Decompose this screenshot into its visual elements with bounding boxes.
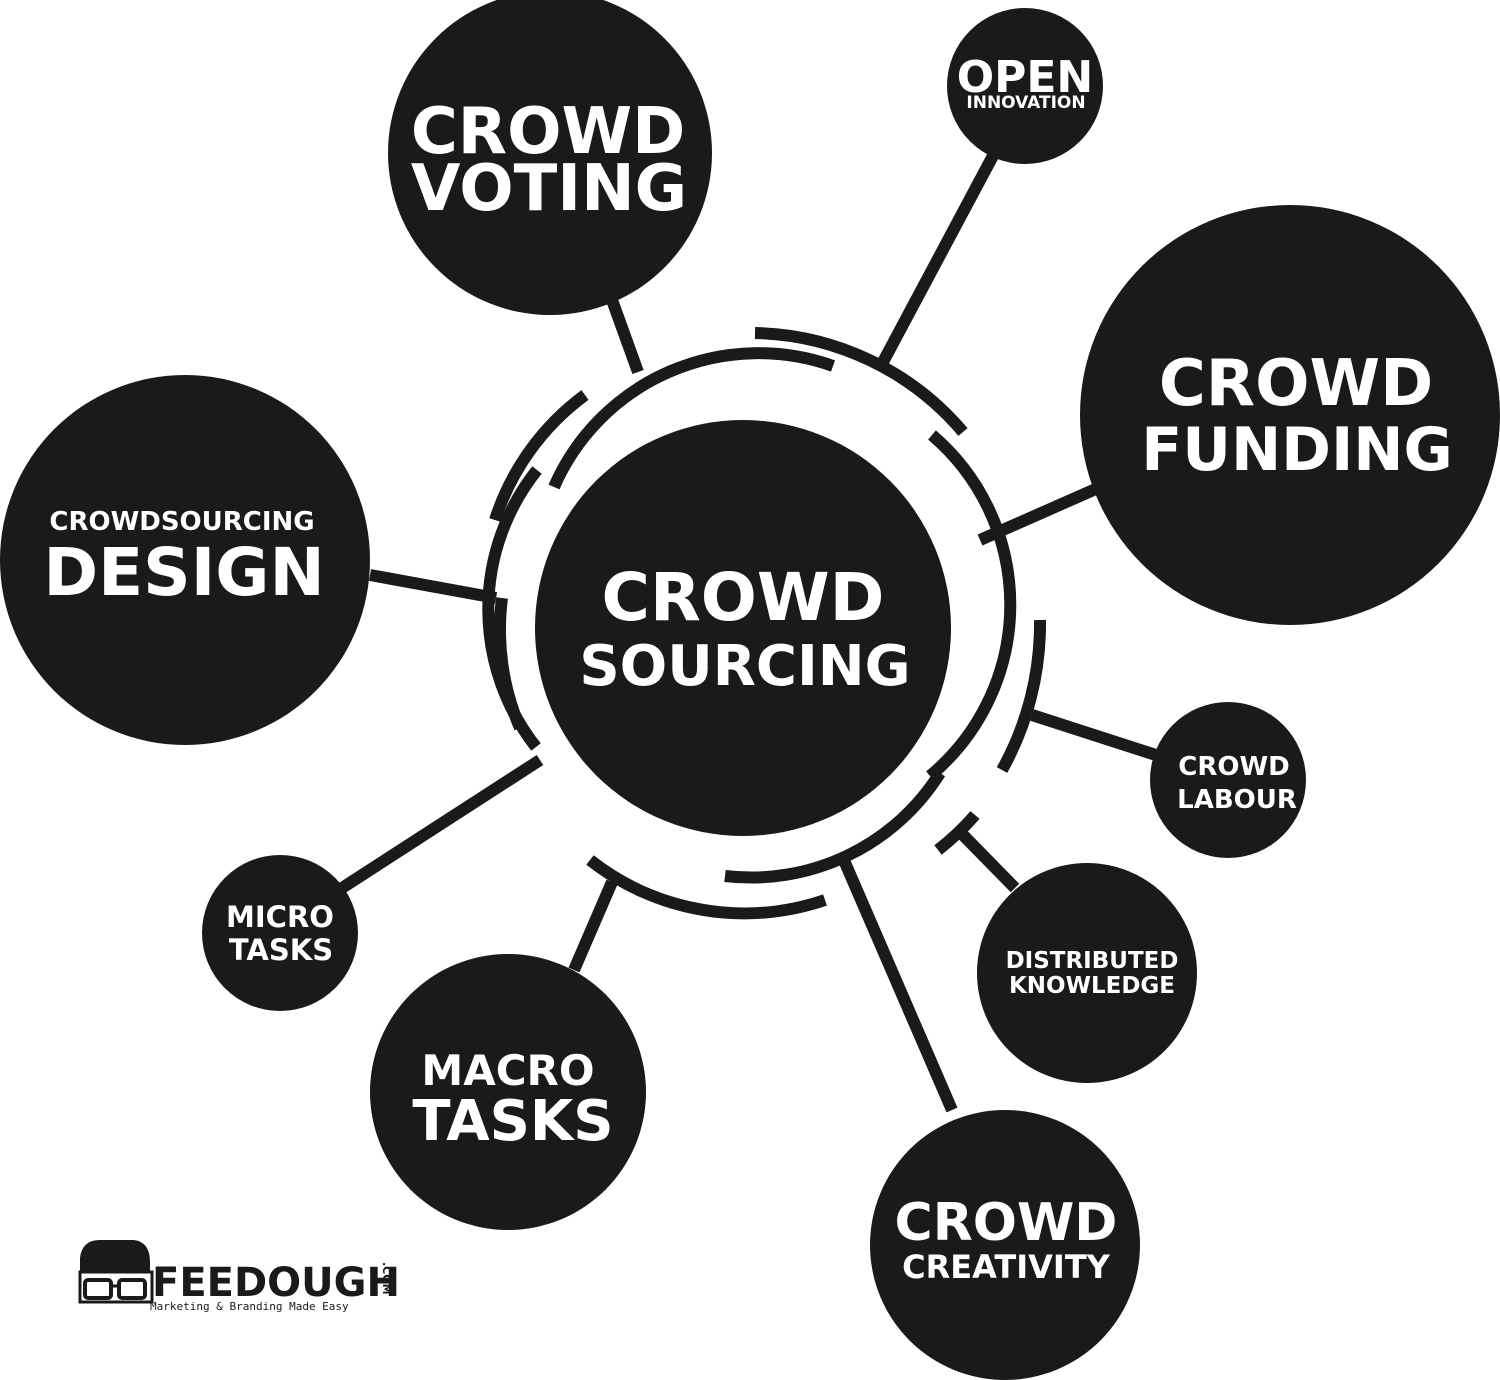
ring-arc-outer-left [493, 597, 526, 731]
node-crowd-creativity: CROWD CREATIVITY [870, 1110, 1140, 1380]
micro-tasks-line1: MICRO [226, 900, 334, 934]
distributed-knowledge-line1: DISTRIBUTED [1006, 948, 1179, 974]
ring-arc-inner-right [926, 430, 1017, 781]
center-line2: SOURCING [579, 634, 910, 699]
crowd-voting-line2: VOTING [411, 152, 687, 226]
connector-micro-tasks [338, 754, 544, 894]
crowd-creativity-line2: CREATIVITY [902, 1248, 1111, 1286]
open-innovation-circle [947, 8, 1103, 164]
node-distributed-knowledge: DISTRIBUTED KNOWLEDGE [977, 863, 1197, 1083]
crowd-funding-line2: FUNDING [1141, 415, 1453, 485]
connector-crowdsourcing-design [368, 569, 498, 604]
crowd-creativity-line1: CROWD [895, 1193, 1118, 1253]
node-micro-tasks: MICRO TASKS [202, 855, 358, 1011]
connector-crowd-labour [1030, 709, 1164, 763]
ring-arc-outer-bottom [586, 855, 827, 920]
macro-tasks-circle [370, 954, 646, 1230]
crowdsourcing-design-line1: CROWDSOURCING [49, 507, 314, 537]
connector-macro-tasks [568, 879, 618, 973]
macro-tasks-line1: MACRO [421, 1046, 594, 1095]
micro-tasks-line2: TASKS [229, 933, 333, 967]
crowd-funding-circle [1080, 205, 1500, 625]
open-innovation-line1: OPEN [957, 52, 1094, 103]
distributed-knowledge-line2: KNOWLEDGE [1009, 973, 1175, 999]
logo-suffix: .COM [380, 1262, 393, 1295]
crowd-labour-line1: CROWD [1178, 752, 1289, 782]
micro-tasks-circle [202, 855, 358, 1011]
ring-arc-outer-right [996, 619, 1047, 773]
ring-arc-inner-top [548, 347, 836, 490]
center-line1: CROWD [602, 559, 885, 636]
center-circle [535, 420, 951, 836]
crowdsourcing-design-line2: DESIGN [43, 534, 324, 611]
ring-arc-outer-bottom-right [934, 810, 980, 855]
node-crowd-labour: CROWD LABOUR [1150, 702, 1306, 858]
connectors [338, 149, 1164, 1113]
distributed-knowledge-circle [977, 863, 1197, 1083]
node-crowd-voting: CROWD VOTING [388, 0, 712, 315]
crowd-labour-line2: LABOUR [1177, 785, 1297, 815]
connector-crowd-creativity [837, 855, 958, 1113]
macro-tasks-line2: TASKS [412, 1089, 613, 1154]
glasses-face-icon [78, 1240, 154, 1304]
center-rings [482, 327, 1047, 920]
node-open-innovation: OPEN INNOVATION [947, 8, 1103, 164]
crowdsourcing-design-circle [0, 375, 370, 745]
connector-crowd-voting [606, 297, 644, 375]
crowd-funding-line1: CROWD [1159, 347, 1433, 421]
connector-open-innovation [877, 149, 1001, 365]
connector-distributed-knowledge [958, 830, 1020, 893]
node-crowdsourcing-design: CROWDSOURCING DESIGN [0, 375, 370, 745]
logo-tagline: Marketing & Branding Made Easy [150, 1300, 349, 1313]
feedough-logo: FEEDOUGH .COM Marketing & Branding Made … [78, 1240, 400, 1313]
crowd-creativity-circle [870, 1110, 1140, 1380]
node-crowd-funding: CROWD FUNDING [1080, 205, 1500, 625]
ring-arc-outer-top-left [489, 390, 589, 522]
ring-arc-inner-bottom-right [724, 769, 946, 884]
ring-arc-outer-top-right [754, 327, 968, 436]
open-innovation-line2: INNOVATION [966, 93, 1085, 113]
center-node: CROWD SOURCING [535, 420, 951, 836]
logo-name: FEEDOUGH [152, 1260, 400, 1306]
crowd-voting-line1: CROWD [411, 95, 685, 169]
node-macro-tasks: MACRO TASKS [370, 954, 646, 1230]
crowd-voting-circle [388, 0, 712, 315]
crowd-labour-circle [1150, 702, 1306, 858]
